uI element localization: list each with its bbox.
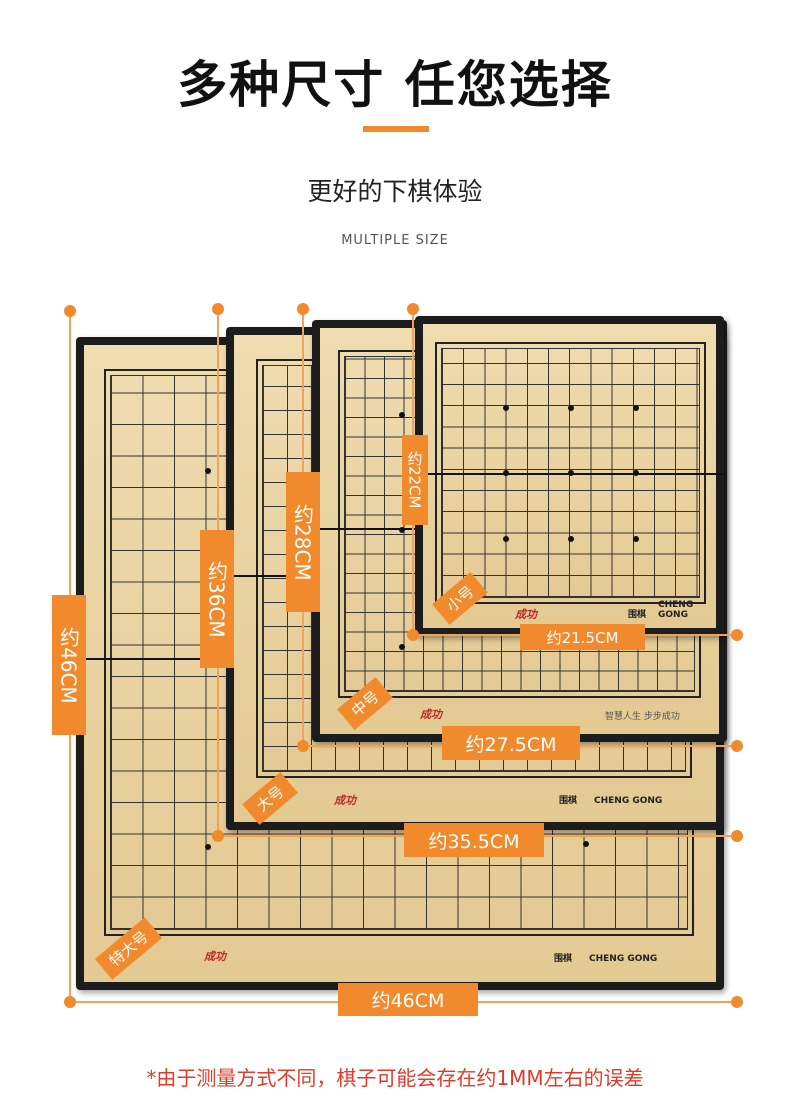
- width-label-medium: 约27.5CM: [442, 726, 580, 760]
- star-point: [399, 412, 405, 418]
- star-point: [503, 536, 509, 542]
- star-point: [399, 644, 405, 650]
- board-brand: CHENG GONG: [658, 600, 694, 620]
- width-label-xl: 约46CM: [338, 983, 478, 1016]
- star-point: [633, 405, 639, 411]
- height-label-large: 约36CM: [200, 530, 234, 668]
- dimension-dot: [731, 996, 743, 1008]
- star-point: [568, 536, 574, 542]
- english-subtitle: MULTIPLE SIZE: [341, 233, 449, 248]
- fold-line: [234, 575, 324, 577]
- board-brand: CHENG GONG: [589, 954, 658, 964]
- width-label-large: 约35.5CM: [404, 823, 544, 857]
- star-point: [633, 470, 639, 476]
- brand-logo: 成功: [515, 608, 537, 621]
- page-title: 多种尺寸 任您选择: [177, 56, 613, 114]
- dimension-dot: [731, 740, 743, 752]
- width-label-small: 约21.5CM: [520, 624, 645, 650]
- dimension-dot: [297, 303, 309, 315]
- dimension-dot: [64, 305, 76, 317]
- dimension-dot: [212, 830, 224, 842]
- dimension-dot: [407, 629, 419, 641]
- board-slogan: 智慧人生 步步成功: [605, 712, 680, 722]
- dimension-dot: [731, 629, 743, 641]
- star-point: [568, 405, 574, 411]
- brand-logo: 成功: [420, 708, 442, 721]
- dimension-dot: [407, 303, 419, 315]
- board-brand: CHENG GONG: [594, 796, 663, 806]
- brand-logo: 成功: [334, 794, 356, 807]
- dimension-dot: [731, 830, 743, 842]
- board-name: 围棋: [554, 954, 573, 964]
- star-point: [583, 841, 589, 847]
- brand-logo: 成功: [204, 950, 226, 963]
- star-point: [633, 536, 639, 542]
- dimension-dot: [297, 740, 309, 752]
- star-point: [205, 468, 211, 474]
- height-label-xl: 约46CM: [52, 595, 86, 735]
- star-point: [205, 844, 211, 850]
- star-point: [503, 470, 509, 476]
- dimension-dot: [64, 996, 76, 1008]
- height-label-small: 约22CM: [402, 435, 428, 525]
- star-point: [399, 527, 405, 533]
- star-point: [568, 470, 574, 476]
- height-label-medium: 约28CM: [286, 472, 320, 612]
- accent-divider: [363, 126, 429, 132]
- subtitle: 更好的下棋体验: [307, 177, 483, 206]
- board-small: 成功 围棋 CHENG GONG: [415, 316, 724, 636]
- fold-line: [320, 528, 420, 530]
- fold-line: [84, 658, 224, 660]
- measurement-note: *由于测量方式不同，棋子可能会存在约1MM左右的误差: [146, 1066, 644, 1090]
- board-name: 围棋: [559, 796, 578, 806]
- board-name: 围棋: [628, 610, 647, 620]
- dimension-dot: [212, 303, 224, 315]
- star-point: [503, 405, 509, 411]
